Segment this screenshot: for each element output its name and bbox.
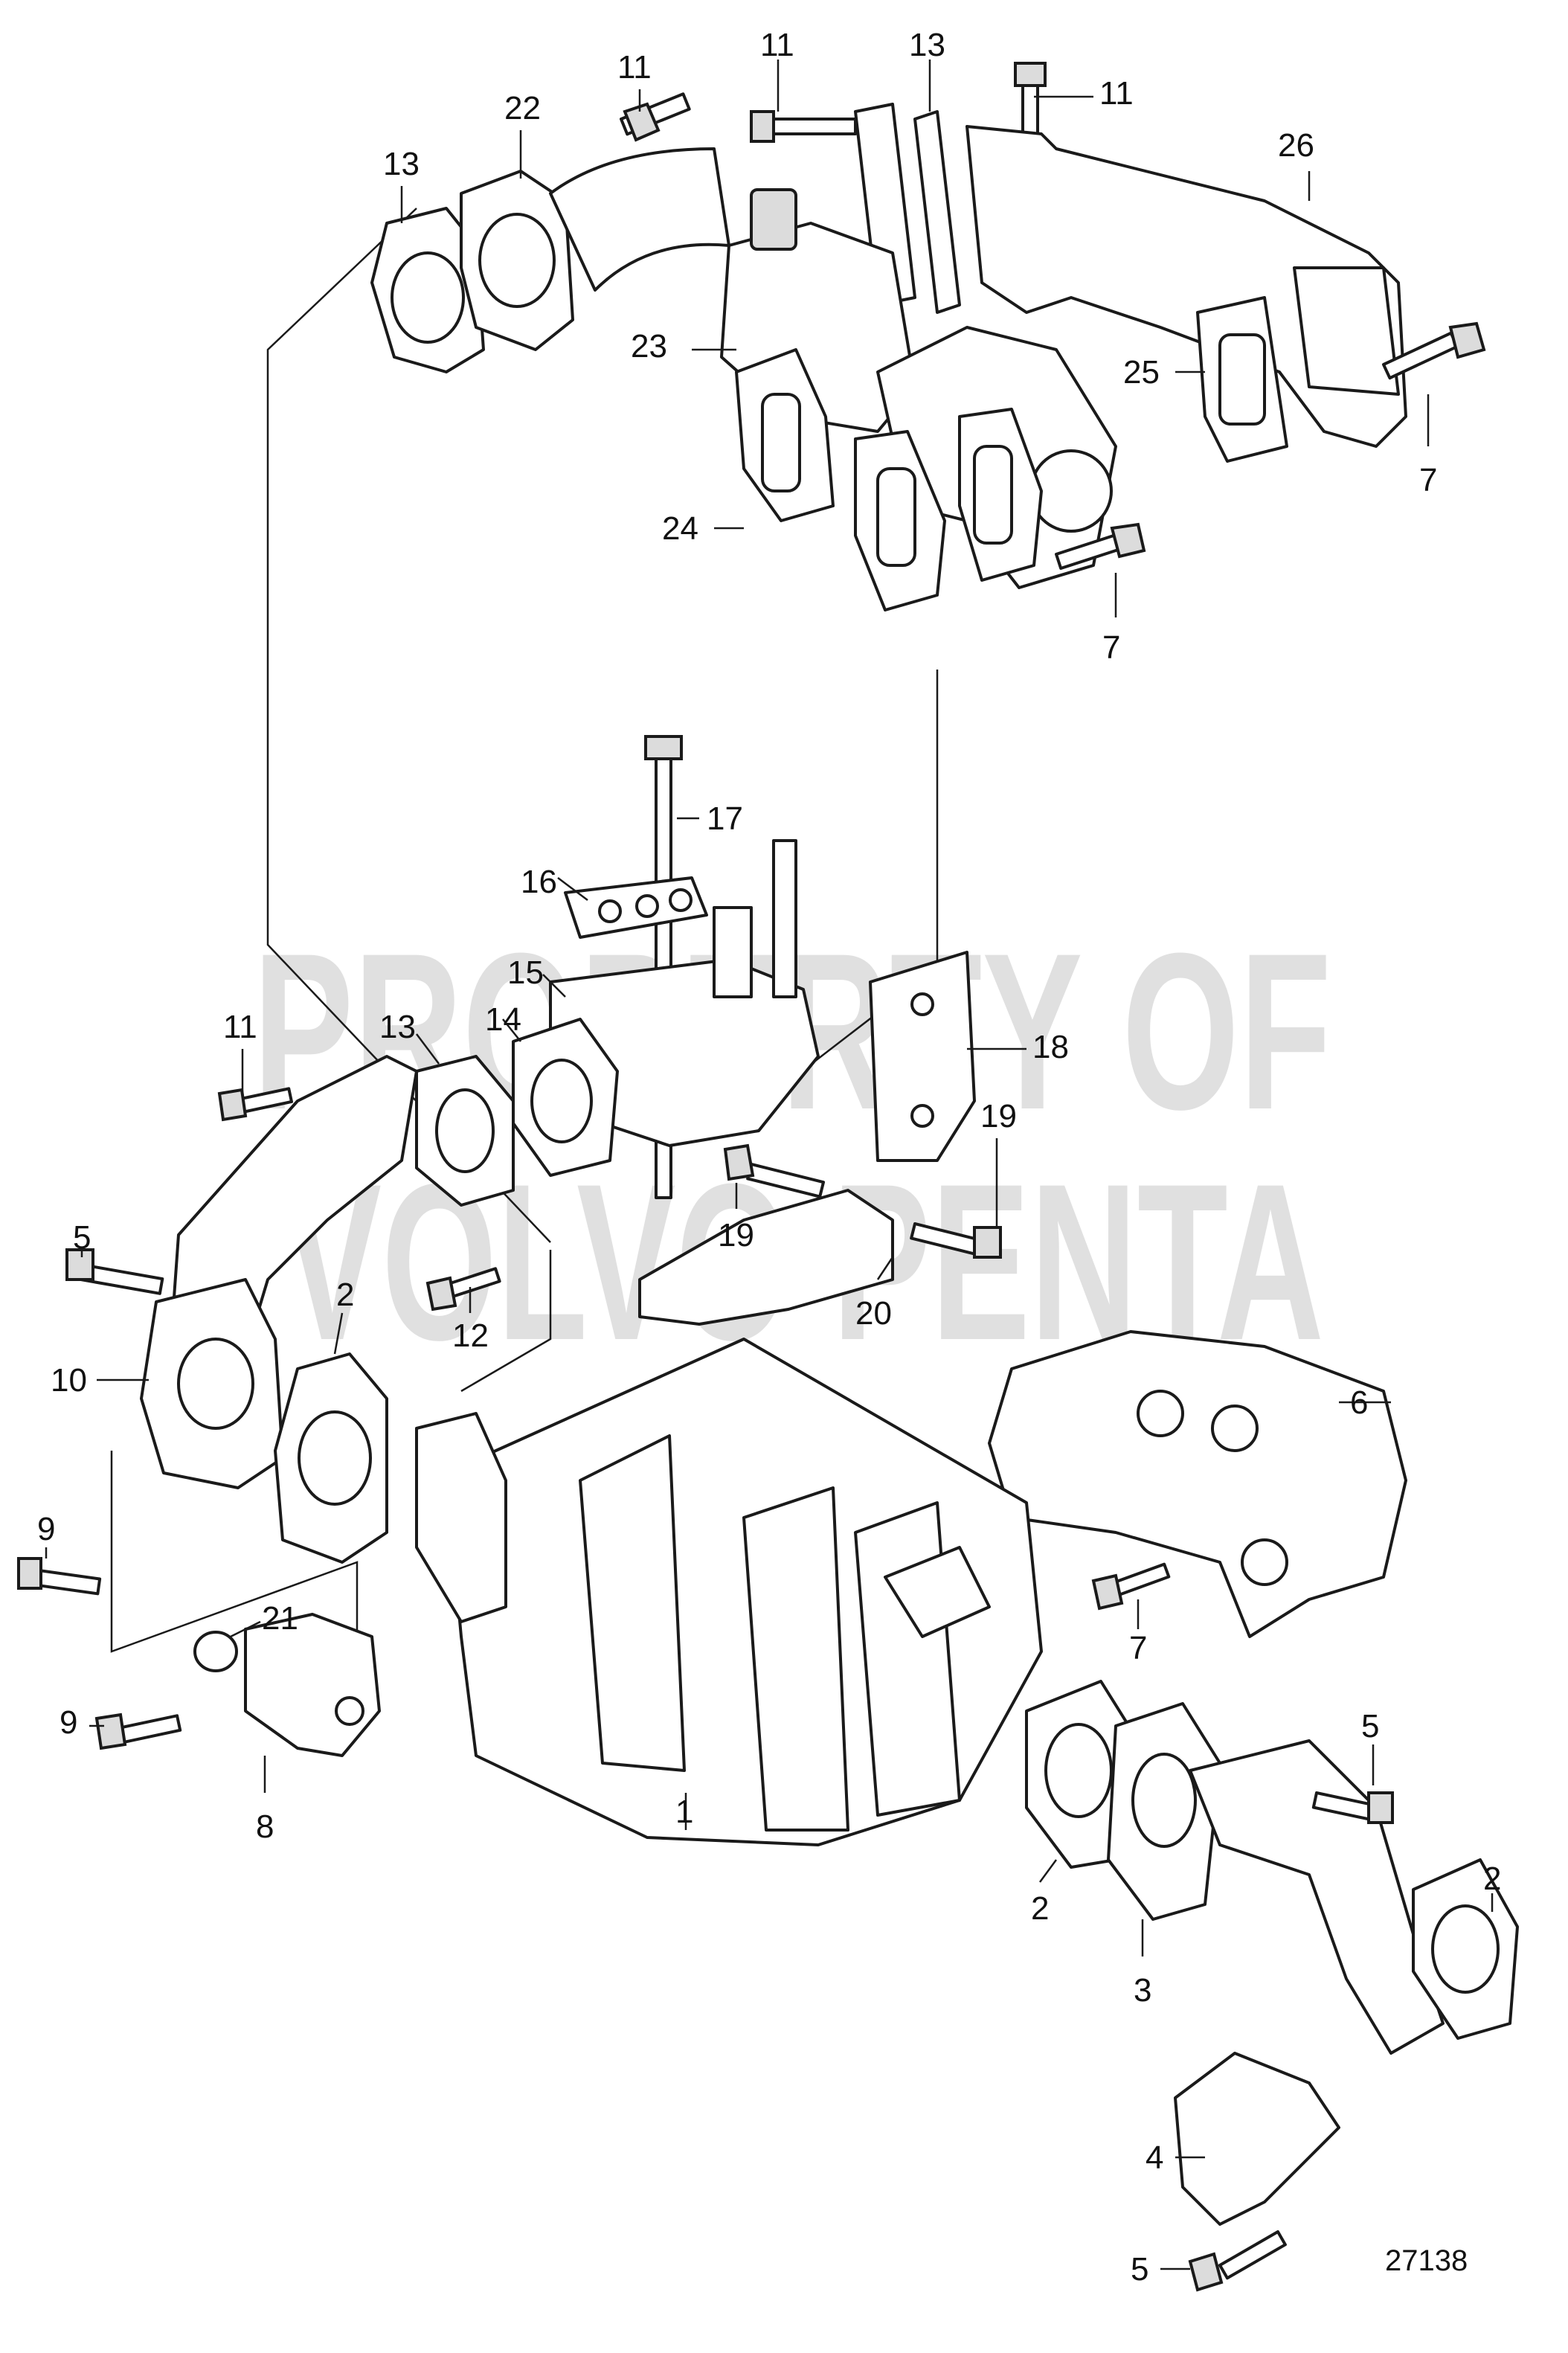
bolt-7-a: [1382, 321, 1486, 380]
callout-26: 26: [1278, 127, 1314, 164]
callout-15: 15: [507, 954, 544, 991]
callout-23: 23: [631, 328, 667, 365]
callout-14: 14: [485, 1001, 521, 1038]
bolt-9-b: [94, 1712, 182, 1750]
callout-5-b: 5: [1361, 1708, 1379, 1744]
bolt-19-a: [723, 1143, 826, 1198]
callout-5-a: 5: [73, 1219, 91, 1256]
lower-assembly: [17, 1330, 1519, 2292]
bracket-18: [869, 951, 976, 1162]
callout-9-a: 9: [37, 1511, 55, 1547]
callout-19-b: 19: [718, 1217, 754, 1253]
bolt-11-b: [750, 110, 857, 143]
callout-labels: 11 11 11 13 22 13 26 23 25 7 24 7 17 16 …: [37, 27, 1501, 2288]
callout-12: 12: [452, 1317, 489, 1354]
bolt-5-c: [1188, 2230, 1287, 2292]
bolt-11-d: [217, 1087, 293, 1122]
callout-19-a: 19: [980, 1098, 1017, 1134]
callout-20: 20: [855, 1295, 892, 1332]
callout-13-a: 13: [383, 146, 420, 182]
callout-2-b: 2: [1031, 1890, 1049, 1927]
callout-7-a: 7: [1419, 462, 1437, 498]
callout-8: 8: [256, 1808, 274, 1845]
callout-11-a: 11: [617, 49, 652, 86]
callout-9-b: 9: [60, 1704, 77, 1741]
bolt-7-c: [1091, 1562, 1171, 1611]
callout-13-b: 13: [909, 27, 945, 63]
callout-2-a: 2: [336, 1277, 354, 1313]
bolt-7-b: [1055, 522, 1146, 571]
elbow-pipe-top: [549, 147, 730, 292]
callout-25: 25: [1123, 354, 1160, 391]
bracket-6: [988, 1330, 1407, 1638]
spacer-21: [193, 1631, 238, 1672]
callout-17: 17: [707, 800, 743, 837]
callout-11-c: 11: [1099, 75, 1134, 112]
callout-18: 18: [1032, 1029, 1069, 1065]
outlet-pipe: [1189, 1739, 1445, 2055]
callout-24: 24: [662, 510, 698, 547]
bolt-11-a: [620, 92, 691, 142]
callout-10: 10: [51, 1362, 87, 1399]
cooler-end-plate-left: [415, 1412, 507, 1623]
callout-6: 6: [1350, 1384, 1368, 1421]
callout-16: 16: [521, 864, 557, 900]
gasket-13-plate: [854, 103, 916, 306]
callout-22: 22: [504, 90, 541, 126]
exhaust-manifold-26: [965, 125, 1407, 448]
callout-7-b: 7: [1102, 629, 1120, 666]
callout-2-c: 2: [1483, 1861, 1501, 1897]
bolt-12: [425, 1267, 501, 1312]
bolt-5-b: [1311, 1791, 1394, 1824]
elbow-pipe-10: [170, 1055, 418, 1355]
callout-11-b: 11: [760, 27, 794, 63]
cooler-outlet-neck: [884, 1546, 991, 1638]
upper-assembly: [370, 62, 1486, 611]
callout-11-d: 11: [223, 1009, 257, 1045]
bolt-9-a: [17, 1557, 102, 1596]
support-bracket-20: [638, 1189, 894, 1326]
callout-leaders: [45, 60, 1494, 2270]
clamp-4: [1174, 2052, 1340, 2226]
callout-5-c: 5: [1131, 2251, 1148, 2288]
middle-assembly: [65, 735, 1002, 1564]
callout-7-c: 7: [1129, 1630, 1147, 1666]
callout-3: 3: [1134, 1972, 1151, 2009]
callout-1: 1: [675, 1794, 693, 1830]
bolt-19-b: [910, 1222, 1002, 1259]
callout-21: 21: [262, 1600, 298, 1637]
callout-4: 4: [1146, 2139, 1163, 2176]
callout-13-c: 13: [379, 1009, 416, 1045]
gasket-13-ring: [913, 110, 961, 314]
drawing-number: 27138: [1385, 2244, 1468, 2277]
bolt-5-a: [65, 1248, 164, 1295]
